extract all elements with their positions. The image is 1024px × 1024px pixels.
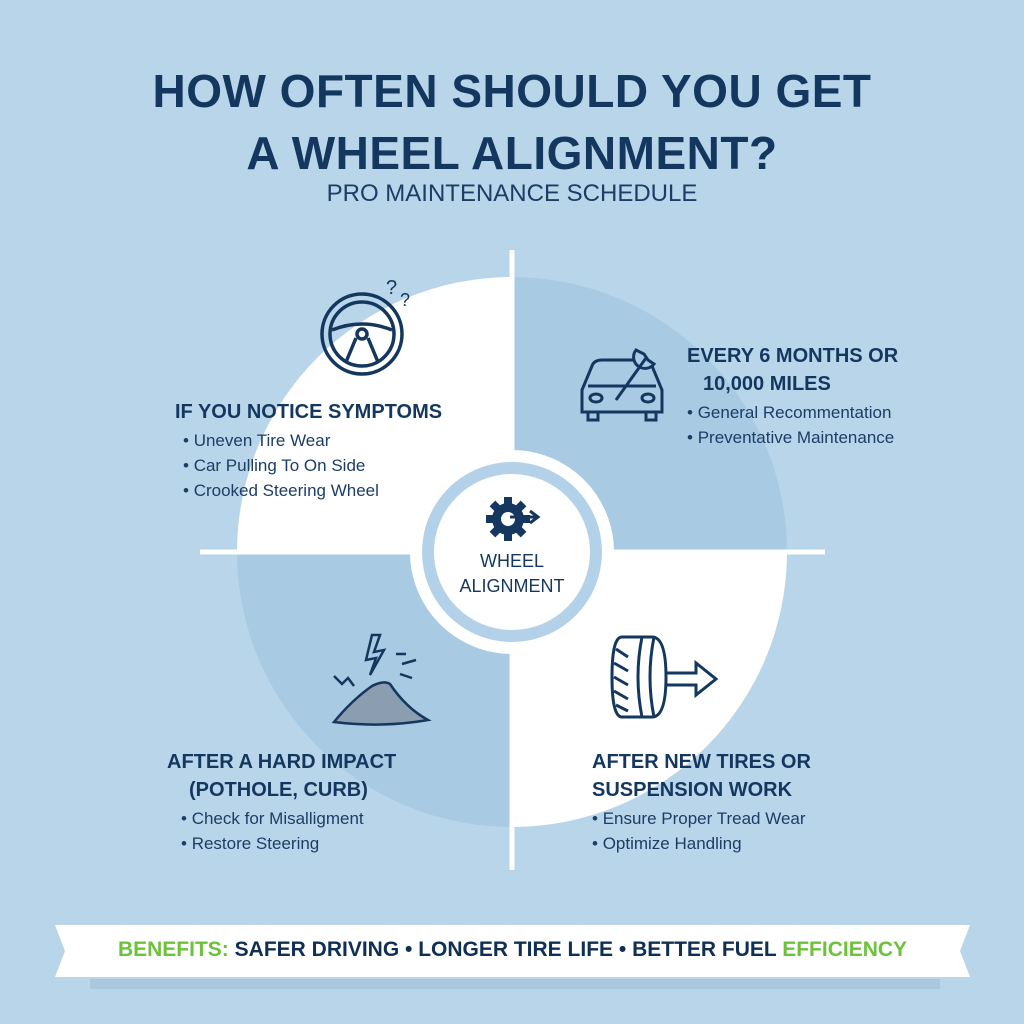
car-wrench-icon	[580, 348, 664, 422]
tire-arrow-icon	[610, 635, 719, 719]
separator: •	[613, 938, 633, 961]
list-item: Car Pulling To On Side	[183, 453, 442, 478]
quadrant-heading: EVERY 6 MONTHS OR	[687, 345, 899, 367]
benefit-item-highlight: EFFICIENCY	[782, 938, 908, 961]
steering-wheel-question-icon: ? ?	[320, 277, 410, 376]
list-item: Restore Steering	[181, 831, 396, 856]
quadrant-heading: SUSPENSION WORK	[592, 779, 793, 801]
list-item: Ensure Proper Tread Wear	[592, 806, 811, 831]
center-line-2: ALIGNMENT	[459, 576, 565, 596]
benefit-item: BETTER FUEL	[632, 938, 777, 961]
title-line-2: A WHEEL ALIGNMENT?	[246, 127, 778, 179]
list-item: Preventative Maintenance	[687, 425, 898, 450]
list-item: General Recommentation	[687, 400, 898, 425]
list-item: Uneven Tire Wear	[183, 428, 442, 453]
center-disc	[434, 474, 590, 630]
title-line-1: HOW OFTEN SHOULD YOU GET	[152, 65, 872, 117]
benefits-banner: BENEFITS: SAFER DRIVING • LONGER TIRE LI…	[55, 938, 970, 962]
center-label: WHEEL ALIGNMENT	[412, 549, 612, 599]
benefits-label: BENEFITS:	[117, 938, 229, 961]
banner-shadow	[90, 979, 940, 989]
list-item: Crooked Steering Wheel	[183, 478, 442, 503]
quadrant-heading: AFTER NEW TIRES OR	[592, 751, 811, 773]
quadrant-heading: IF YOU NOTICE SYMPTOMS	[175, 401, 443, 423]
quadrant-heading: 10,000 MILES	[703, 373, 831, 395]
list-item: Check for Misalligment	[181, 806, 396, 831]
subtitle: PRO MAINTENANCE SCHEDULE	[326, 180, 698, 207]
benefit-item: SAFER DRIVING	[234, 938, 400, 961]
banner-ribbon	[55, 925, 970, 977]
separator: •	[399, 938, 419, 961]
list-item: Optimize Handling	[592, 831, 811, 856]
center-line-1: WHEEL	[479, 551, 544, 571]
quadrant-new-tires: AFTER NEW TIRES OR SUSPENSION WORK Ensur…	[592, 748, 811, 856]
quadrant-impact: AFTER A HARD IMPACT (POTHOLE, CURB) Chec…	[167, 748, 396, 856]
pothole-impact-icon	[331, 633, 432, 726]
quadrant-heading: (POTHOLE, CURB)	[189, 779, 368, 801]
page-title: HOW OFTEN SHOULD YOU GET A WHEEL ALIGNME…	[0, 60, 1024, 184]
benefit-item: LONGER TIRE LIFE	[418, 938, 614, 961]
quadrant-heading: AFTER A HARD IMPACT	[167, 751, 397, 773]
svg-text:?: ?	[386, 277, 397, 299]
quadrant-interval: EVERY 6 MONTHS OR 10,000 MILES General R…	[687, 342, 898, 450]
quadrant-symptoms: IF YOU NOTICE SYMPTOMS Uneven Tire Wear …	[175, 398, 442, 503]
svg-text:?: ?	[400, 290, 410, 310]
